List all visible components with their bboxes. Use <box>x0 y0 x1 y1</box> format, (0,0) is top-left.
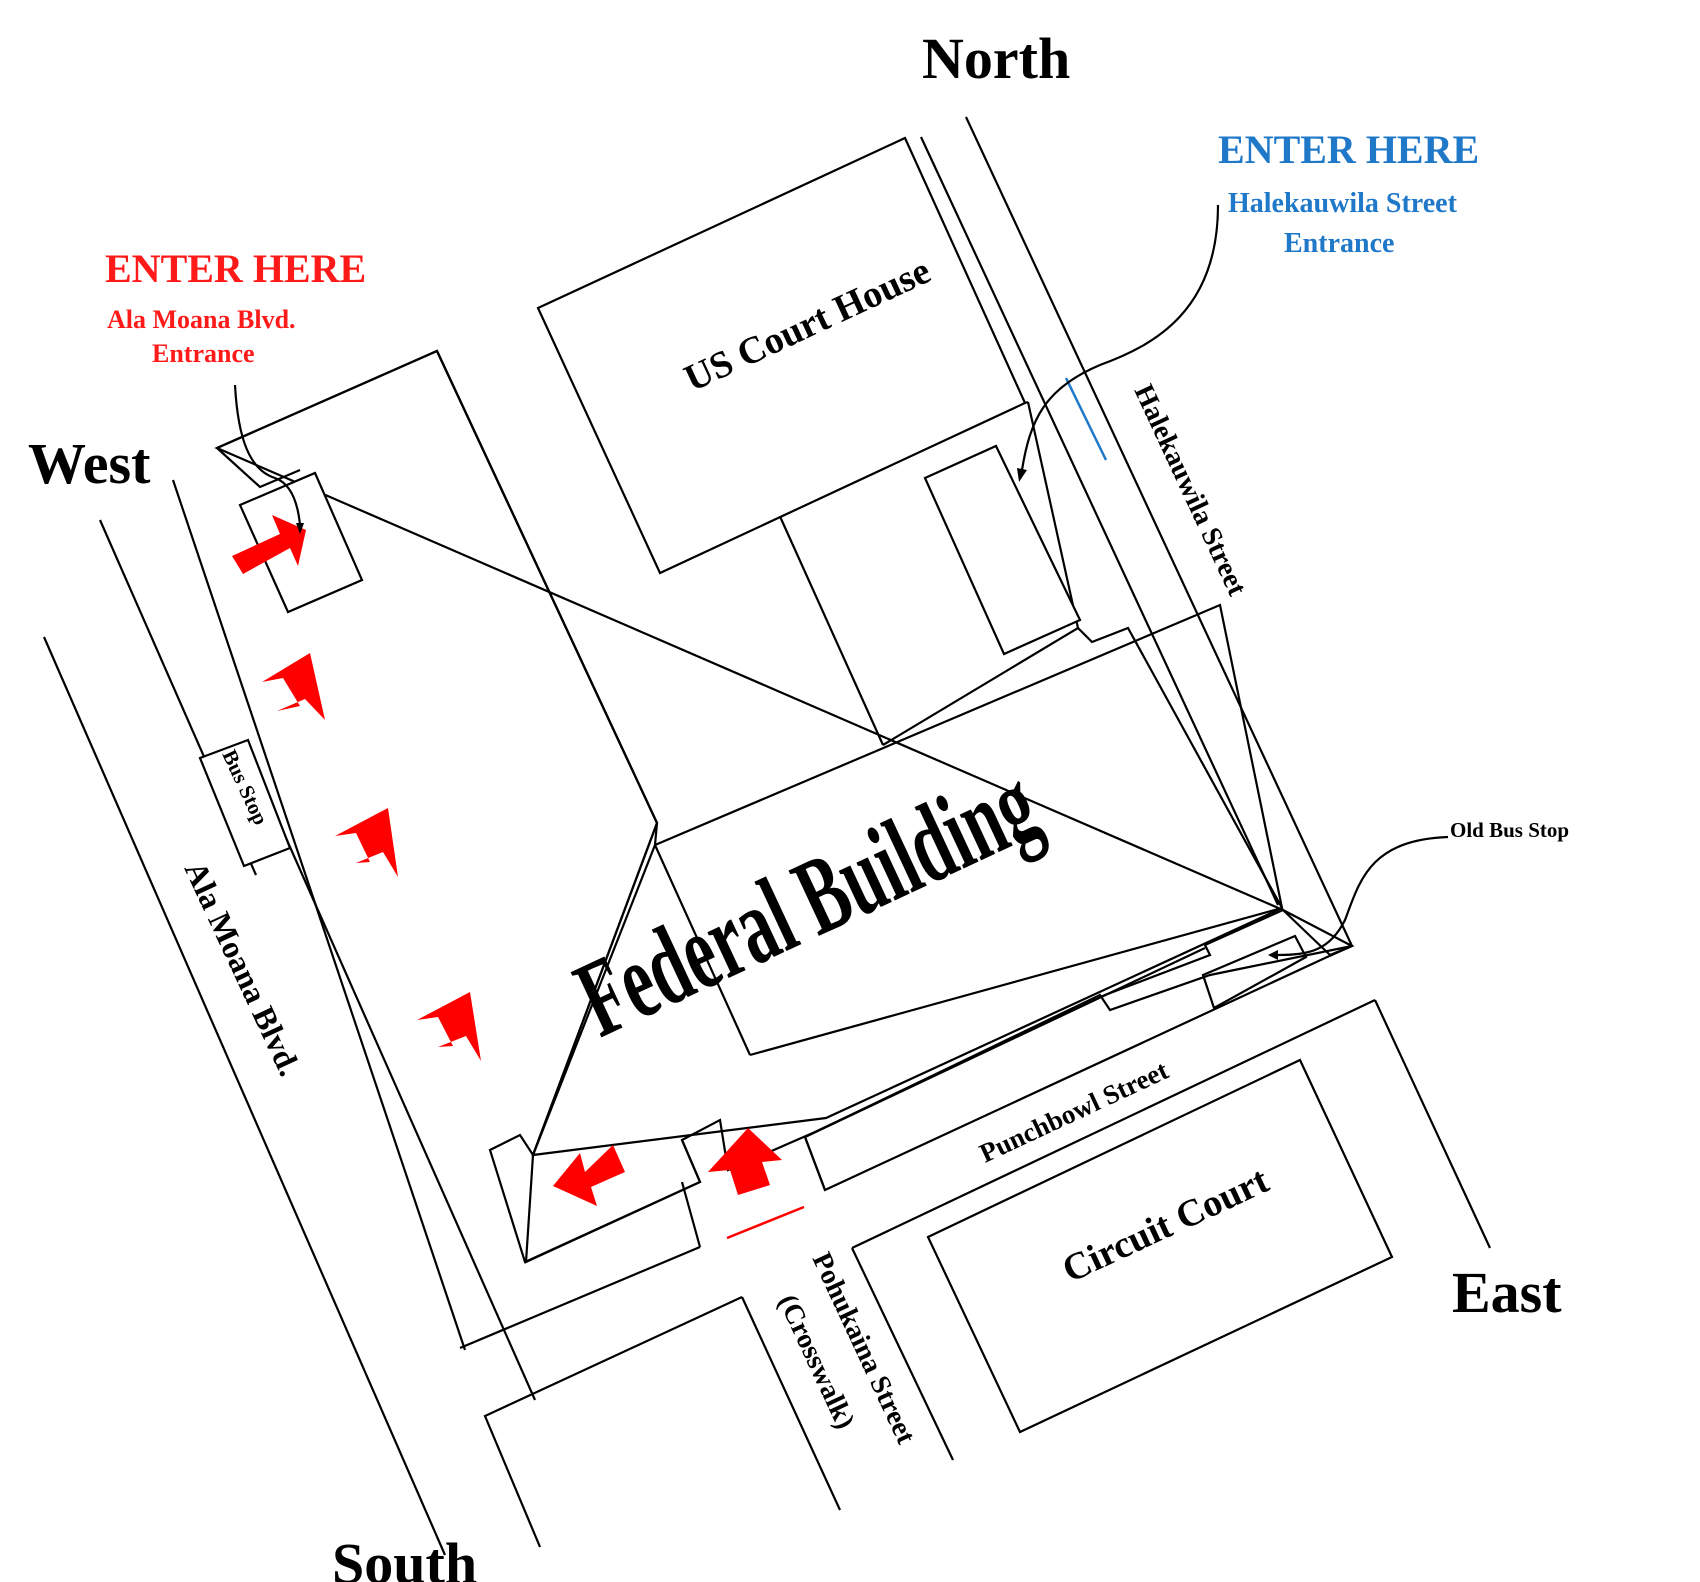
circuit-court-block <box>926 1058 1394 1434</box>
federal-tower-left <box>653 844 752 1056</box>
ala-moana-outer-edge <box>42 636 447 1556</box>
pohukaina-west-edge <box>741 1296 841 1511</box>
halekauwila-west-edge <box>920 136 1279 906</box>
federal-sidewalk-corner <box>216 447 301 489</box>
old-bus-stop-callout <box>1277 835 1449 957</box>
halekauwila-entrance-annex <box>923 444 1082 656</box>
east-road-edge <box>1374 999 1491 1249</box>
ala-moana-callout <box>233 384 302 526</box>
old-bus-stop-label: Old Bus Stop <box>1450 818 1569 842</box>
connector-west <box>776 511 885 746</box>
arrow-up-2 <box>335 808 398 877</box>
road-lines <box>42 116 1491 1556</box>
ala-moana-entrance-line2: Entrance <box>152 339 255 368</box>
old-bus-stop-box <box>1201 934 1308 1010</box>
arrow-up-crosswalk <box>708 1128 782 1195</box>
punchbowl-north-edge <box>804 947 1206 1138</box>
compass-west: West <box>28 431 151 496</box>
halekauwila-callout-head <box>1017 468 1027 482</box>
pohukaina-east-edge <box>851 1247 954 1461</box>
compass-east: East <box>1452 1260 1562 1325</box>
halekauwila-entrance-line1: Halekauwila Street <box>1228 188 1458 219</box>
ala-moana-enter-heading: ENTER HERE <box>105 246 366 291</box>
arrow-up-1 <box>262 653 325 720</box>
connector-east <box>1026 401 1080 629</box>
arrow-right-entrance <box>232 515 306 574</box>
federal-outer-boundary <box>214 349 1355 1264</box>
punchbowl-block-west <box>803 1136 827 1191</box>
punchbowl-south-edge <box>851 999 1376 1249</box>
federal-building-complex <box>198 349 1355 1350</box>
ala-moana-entrance-line1: Ala Moana Blvd. <box>107 305 296 334</box>
south-block-edge <box>483 1296 743 1548</box>
compass-south: South <box>332 1531 477 1582</box>
arrow-left <box>553 1145 625 1206</box>
ala-moana-street-label: Ala Moana Blvd. <box>178 856 309 1082</box>
compass-north: North <box>922 26 1070 91</box>
halekauwila-street-label: Halekauwila Street <box>1128 380 1253 601</box>
old-bus-stop-callout-head <box>1268 950 1278 960</box>
federal-south-sidewalk <box>459 1245 701 1350</box>
federal-tower-bottom <box>749 906 1283 1057</box>
federal-building-outline <box>436 350 1284 1157</box>
bus-stop-box <box>198 738 292 868</box>
arrow-up-3 <box>417 992 481 1061</box>
halekauwila-entrance-marker <box>1064 377 1108 461</box>
crosswalk-marker <box>726 1205 805 1240</box>
ala-moana-inner-edge-south <box>284 837 537 1401</box>
us-court-house-block <box>536 136 1027 575</box>
direction-arrows <box>232 515 782 1206</box>
federal-south-corner <box>680 1181 702 1248</box>
halekauwila-east-edge <box>965 116 1353 947</box>
ala-moana-sidewalk-line <box>171 479 467 1351</box>
halekauwila-enter-heading: ENTER HERE <box>1218 127 1479 172</box>
ala-moana-callout-head <box>296 523 304 534</box>
halekauwila-entrance-line2: Entrance <box>1284 228 1394 259</box>
halekauwila-callout <box>1020 204 1220 471</box>
federal-helper <box>290 610 1280 1055</box>
federal-tower-top <box>654 603 1284 909</box>
